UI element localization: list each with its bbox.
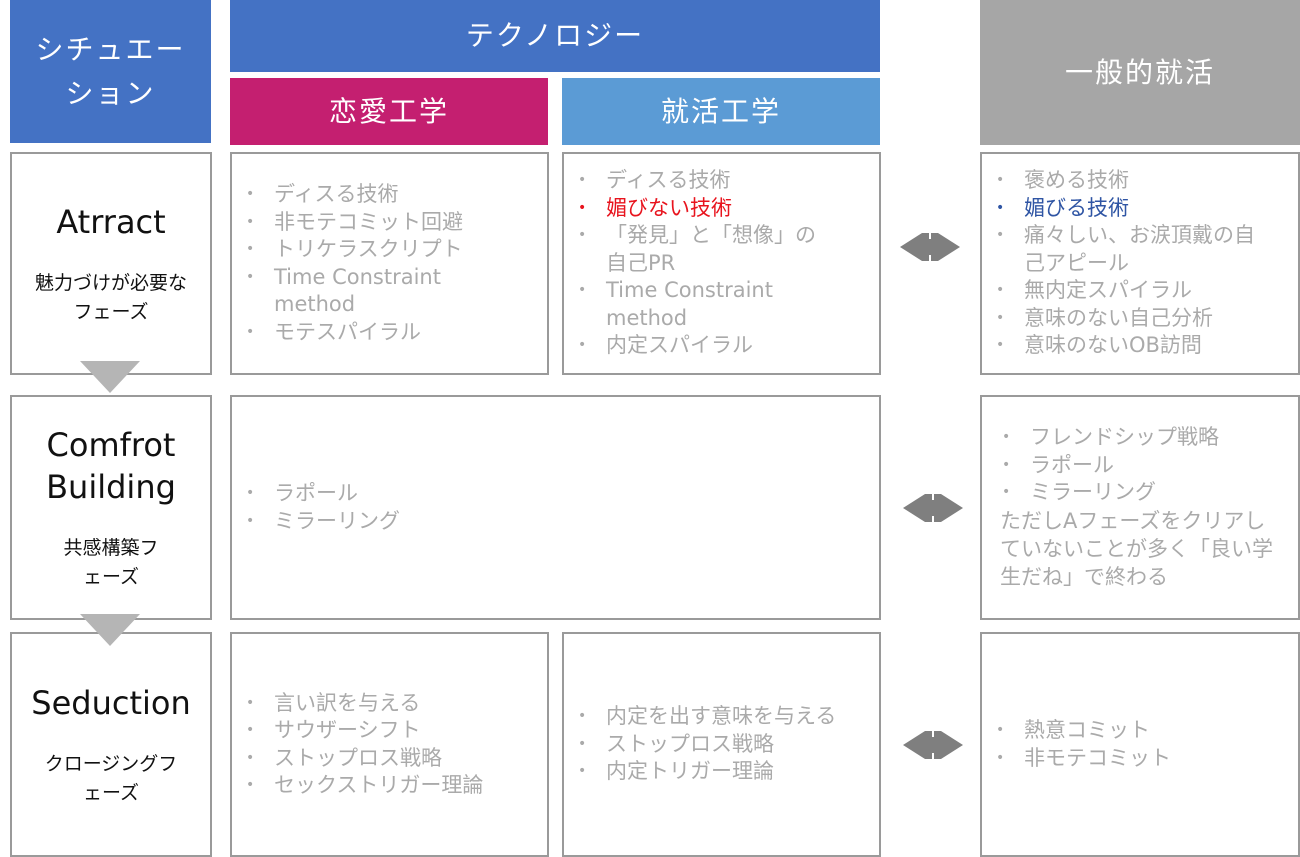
down-arrow-icon [80,361,140,393]
double-arrow-icon [900,231,960,263]
phase-comfort-building: Comfrot Building 共感構築フェーズ [10,395,212,620]
comfort-general-list: フレンドシップ戦略 ラポール ミラーリング [1000,424,1285,507]
list-item: 意味のない自己分析 [994,305,1269,333]
list-item: 無内定スパイラル [994,277,1269,305]
phase-seduction: Seduction クロージングフェーズ [10,632,212,857]
list-item: 熱意コミット [994,717,1171,745]
list-item: ラポール [1000,452,1285,480]
situation-header: シチュエーション [10,0,211,143]
job-engineering-header: 就活工学 [562,78,880,145]
attract-job-cell: ディスる技術 媚びない技術 「発見」と「想像」の自己PR Time Constr… [562,152,881,375]
seduction-love-cell: 言い訳を与える サウザーシフト ストップロス戦略 セックストリガー理論 [230,632,549,857]
list-item: Time Constraint method [244,264,484,319]
phase-subtitle: クロージングフェーズ [44,752,178,804]
down-arrow-icon [80,614,140,646]
general-job-header: 一般的就活 [980,0,1300,145]
love-engineering-header: 恋愛工学 [230,78,548,145]
comfort-shared-cell: ラポール ミラーリング [230,395,881,620]
seduction-job-list: 内定を出す意味を与える ストップロス戦略 内定トリガー理論 [576,703,836,786]
phase-title: Atrract [56,202,166,241]
seduction-job-cell: 内定を出す意味を与える ストップロス戦略 内定トリガー理論 [562,632,881,857]
list-item: フレンドシップ戦略 [1000,424,1285,452]
attract-general-cell: 褒める技術 媚びる技術 痛々しい、お涙頂戴の自己アピール 無内定スパイラル 意味… [980,152,1300,375]
list-item: ミラーリング [244,508,400,536]
seduction-love-list: 言い訳を与える サウザーシフト ストップロス戦略 セックストリガー理論 [244,690,483,800]
job-header-label: 就活工学 [660,94,781,128]
list-item: 意味のないOB訪問 [994,332,1269,360]
list-item: 非モテコミット回避 [244,209,484,237]
general-header-label: 一般的就活 [1064,55,1215,89]
list-item: ミラーリング [1000,479,1285,507]
list-item: 内定スパイラル [576,332,821,360]
phase-subtitle: 魅力づけが必要なフェーズ [34,271,187,323]
attract-job-list: ディスる技術 媚びない技術 「発見」と「想像」の自己PR Time Constr… [576,167,821,360]
list-item: 「発見」と「想像」の自己PR [576,222,821,277]
list-item: サウザーシフト [244,717,483,745]
list-item: 褒める技術 [994,167,1269,195]
list-item: 痛々しい、お涙頂戴の自己アピール [994,222,1269,277]
phase-subtitle: 共感構築フェーズ [63,536,159,588]
list-item: Time Constraint method [576,277,821,332]
attract-general-list: 褒める技術 媚びる技術 痛々しい、お涙頂戴の自己アピール 無内定スパイラル 意味… [994,167,1269,360]
attract-love-cell: ディスる技術 非モテコミット回避 トリケラスクリプト Time Constrai… [230,152,549,375]
situation-header-label: シチュエーション [35,32,186,110]
phase-attract: Atrract 魅力づけが必要なフェーズ [10,152,212,375]
technology-header-label: テクノロジー [465,19,645,52]
list-item: ディスる技術 [244,181,484,209]
list-item: トリケラスクリプト [244,236,484,264]
list-item: ラポール [244,480,400,508]
list-item: 内定トリガー理論 [576,758,836,786]
love-header-label: 恋愛工学 [328,94,449,128]
list-item: ストップロス戦略 [244,745,483,773]
double-arrow-icon [903,492,963,524]
list-item: 非モテコミット [994,745,1171,773]
list-item: モテスパイラル [244,319,484,347]
seduction-general-cell: 熱意コミット 非モテコミット [980,632,1300,857]
list-item: 内定を出す意味を与える [576,703,836,731]
phase-title: Seduction [31,683,191,722]
comfort-shared-list: ラポール ミラーリング [244,480,400,535]
list-item: 言い訳を与える [244,690,483,718]
list-item-highlight: 媚びる技術 [994,195,1269,223]
list-item: セックストリガー理論 [244,772,483,800]
phase-title: Comfrot Building [46,425,176,506]
attract-love-list: ディスる技術 非モテコミット回避 トリケラスクリプト Time Constrai… [244,181,484,346]
list-item: ディスる技術 [576,167,821,195]
technology-header: テクノロジー [230,0,880,72]
list-item: ストップロス戦略 [576,731,836,759]
comfort-general-cell: フレンドシップ戦略 ラポール ミラーリング ただしAフェーズをクリアしていないこ… [980,395,1300,620]
seduction-general-list: 熱意コミット 非モテコミット [994,717,1171,772]
list-item-highlight: 媚びない技術 [576,195,821,223]
comfort-general-note: ただしAフェーズをクリアしていないことが多く「良い学生だね」で終わる [1000,508,1273,589]
double-arrow-icon [903,729,963,761]
